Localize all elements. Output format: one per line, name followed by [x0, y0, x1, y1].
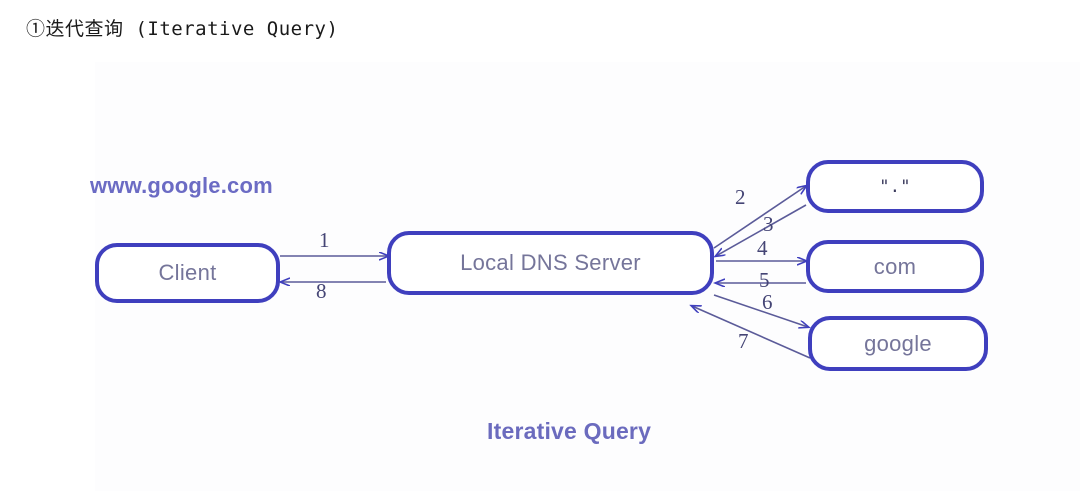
arrow-label-4: 4 — [757, 236, 768, 260]
node-com[interactable]: com — [806, 240, 984, 293]
node-com-label: com — [873, 253, 917, 279]
node-root[interactable]: "." — [806, 160, 984, 213]
arrow-label-2: 2 — [735, 185, 746, 209]
arrow-label-7: 7 — [738, 329, 749, 353]
node-client[interactable]: Client — [95, 243, 280, 303]
node-root-label: "." — [879, 176, 911, 197]
arrow-label-3: 3 — [763, 212, 774, 236]
node-google[interactable]: google — [808, 316, 988, 371]
node-local-dns-server-label: Local DNS Server — [460, 250, 641, 275]
node-local-dns-server[interactable]: Local DNS Server — [387, 231, 714, 295]
arrow-label-1: 1 — [319, 228, 330, 252]
arrow-label-5: 5 — [759, 268, 770, 292]
page-title: ①迭代查询 (Iterative Query) — [26, 18, 339, 40]
diagram-caption: Iterative Query — [487, 418, 652, 444]
node-client-label: Client — [158, 260, 217, 285]
arrow-label-6: 6 — [762, 290, 773, 314]
arrow-label-8: 8 — [316, 279, 327, 303]
query-name-label: www.google.com — [90, 173, 273, 198]
node-google-label: google — [864, 330, 932, 356]
